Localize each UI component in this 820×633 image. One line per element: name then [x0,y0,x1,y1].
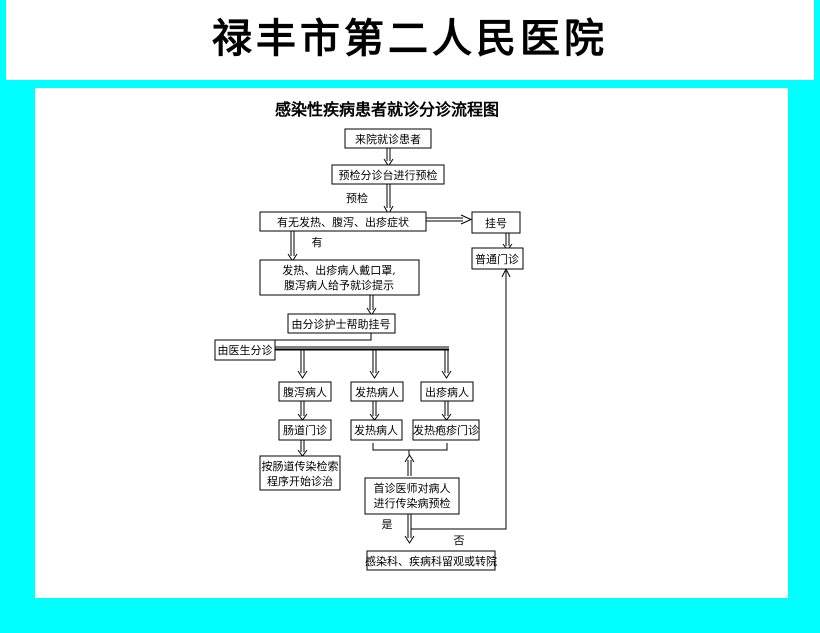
flowchart-canvas: 感染性疾病患者就诊分诊流程图 [35,88,788,598]
intestinal-procedure-line2: 程序开始诊治 [267,474,333,488]
header-band: 禄丰市第二人民医院 [0,0,820,80]
fever-patient-box [350,381,404,402]
mask-line2: 腹泻病人给予就诊提示 [284,278,394,292]
register-text: 挂号 [485,216,507,230]
fever-rash-clinic-text: 发热疱疹门诊 [413,423,479,437]
diarrhea-patient-text: 腹泻病人 [283,385,327,399]
fever-patient-2-text: 发热病人 [354,423,398,437]
flowchart: 感染性疾病患者就诊分诊流程图 [214,100,524,571]
rash-patient-box [420,381,474,402]
mask-box [259,259,420,296]
intestinal-procedure-line1: 按肠道传染检索 [262,459,339,473]
final-text: 感染科、疾病科留观或转院 [365,554,497,568]
mask-line1: 发热、出疹病人戴口罩, [282,263,396,277]
yes-label: 有 [312,235,323,249]
diarrhea-patient-box [278,381,332,402]
precheck-label: 预检 [346,191,368,205]
yes-branch-label: 是 [382,518,393,531]
doctor-triage-box [214,339,276,361]
symptoms-box [259,211,427,232]
first-doctor-line1: 首诊医师对病人 [374,481,451,495]
connectors [241,148,513,544]
symptoms-text: 有无发热、腹泻、出疹症状 [277,215,409,229]
intestinal-clinic-box [278,419,332,441]
fever-patient-2-box [350,419,403,441]
fever-patient-text: 发热病人 [355,385,399,399]
right-accent [814,0,820,80]
nurse-register-text: 由分诊护士帮助挂号 [292,317,391,331]
general-clinic-text: 普通门诊 [475,252,519,266]
precheck-desk-box [331,164,445,185]
general-clinic-box [471,247,524,270]
intestinal-clinic-text: 肠道门诊 [283,423,327,437]
final-box [366,550,496,571]
register-box [471,211,521,234]
fever-rash-clinic-box [412,419,480,441]
nurse-register-box [287,313,396,334]
left-accent [0,0,6,80]
arrive-text: 来院就诊患者 [355,132,421,146]
flowchart-title: 感染性疾病患者就诊分诊流程图 [275,100,499,119]
no-branch-label: 否 [454,534,465,547]
first-doctor-line2: 进行传染病预检 [374,496,451,510]
rash-patient-text: 出疹病人 [425,385,469,399]
precheck-desk-text: 预检分诊台进行预检 [339,168,438,182]
hospital-name: 禄丰市第二人民医院 [212,15,608,62]
intestinal-procedure-box [259,455,341,491]
doctor-triage-text: 由医生分诊 [218,343,273,357]
first-doctor-box [364,477,460,515]
arrive-box [344,128,432,149]
